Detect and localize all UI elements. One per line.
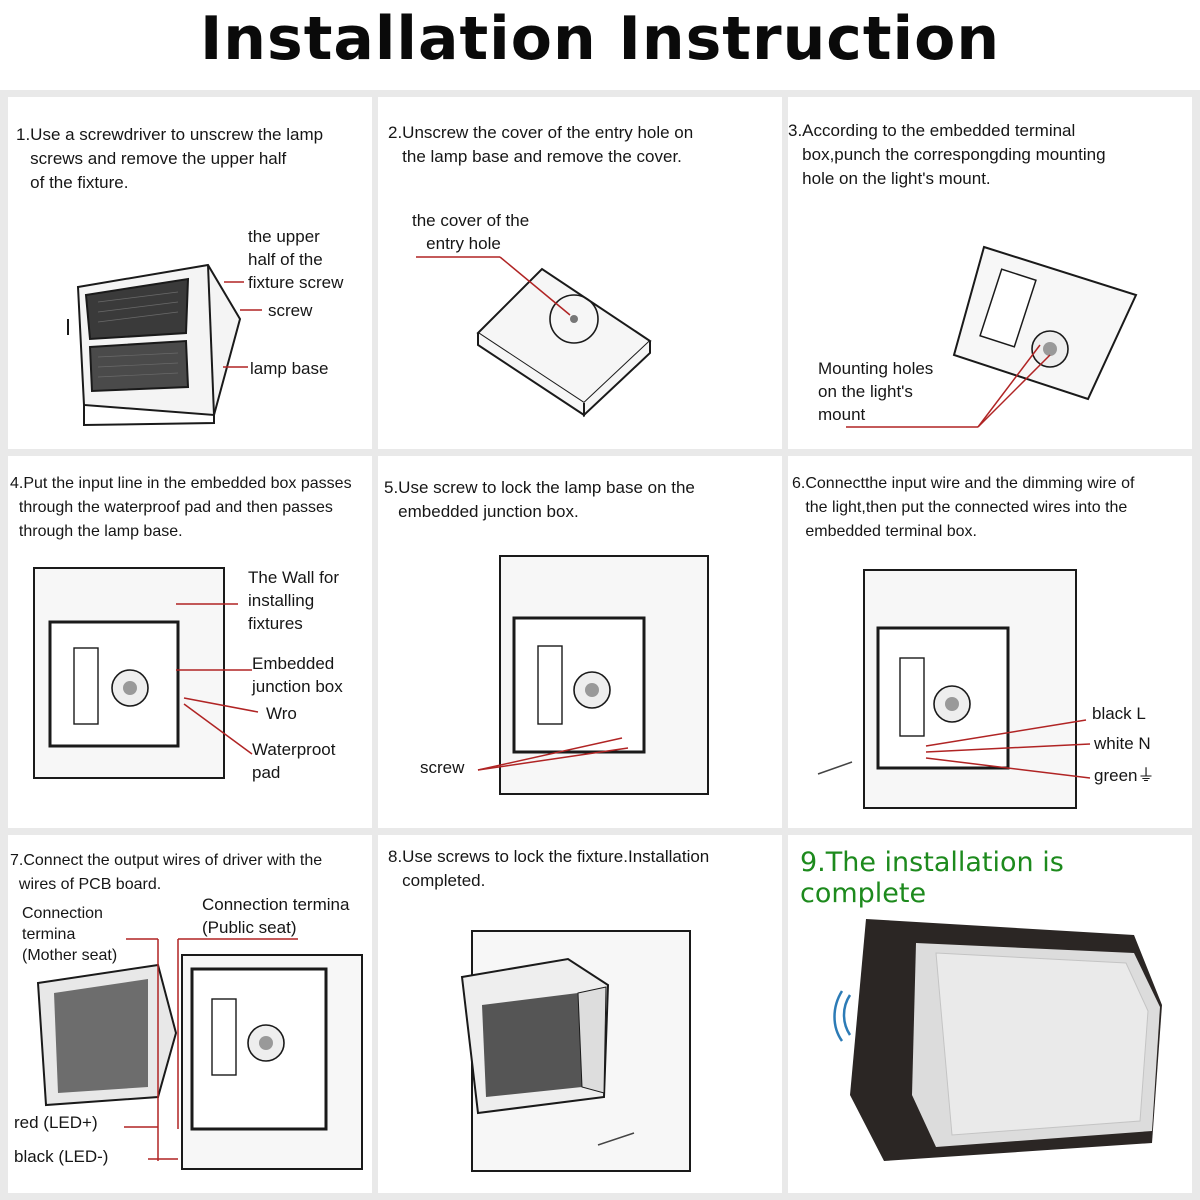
step-8-panel: 8.Use screws to lock the fixture.Install…	[378, 835, 782, 1193]
step-5-panel: 5.Use screw to lock the lamp base on the…	[378, 456, 782, 828]
fixture-locked-figure	[460, 930, 691, 1172]
step-7-text: 7.Connect the output wires of driver wit…	[10, 852, 323, 893]
step-7-panel: 7.Connect the output wires of driver wit…	[8, 835, 372, 1193]
step-8-text: 8.Use screws to lock the fixture.Install…	[388, 847, 710, 890]
step-1-label-upper-half: the upper half of the fixture screw	[248, 227, 344, 292]
step-4-text: 4.Put the input line in the embedded box…	[10, 475, 352, 540]
step-1-label-screw: screw	[268, 301, 313, 320]
lamp-base-figure	[416, 256, 652, 418]
step-7-label-red: red (LED+)	[14, 1113, 98, 1132]
step-6-text: 6.Connectthe input wire and the dimming …	[792, 475, 1135, 540]
step-6-label-white-n: white N	[1094, 734, 1151, 753]
step-9-complete-text: 9.The installation is complete	[800, 847, 1064, 909]
step-4-label-waterproof-pad: Waterproot pad	[252, 740, 336, 782]
step-6-panel: 6.Connectthe input wire and the dimming …	[788, 456, 1192, 828]
step-1-label-lamp-base: lamp base	[250, 359, 329, 378]
step-3-label-mounting-holes: Mounting holes on the light's mount	[818, 359, 934, 424]
fixture-upper-half-figure	[67, 263, 262, 427]
lamp-base-screwed-figure	[477, 555, 709, 795]
step-9-panel: 9.The installation is complete	[788, 835, 1192, 1193]
step-2-panel: 2.Unscrew the cover of the entry hole on…	[378, 97, 782, 449]
step-7-label-public-seat: Connection termina (Public seat)	[202, 895, 350, 937]
step-4-label-wro: Wro	[266, 704, 297, 723]
step-4-label-junction-box: Embedded junction box	[252, 654, 343, 696]
step-4-panel: 4.Put the input line in the embedded box…	[8, 456, 372, 828]
mount-holes-figure	[846, 245, 1138, 428]
step-2-text: 2.Unscrew the cover of the entry hole on…	[388, 123, 694, 166]
step-2-label-cover: the cover of the entry hole	[412, 211, 530, 253]
completed-fixture-photo	[833, 919, 1162, 1161]
step-4-label-wall: The Wall for installing fixtures	[248, 568, 340, 633]
step-1-panel: 1.Use a screwdriver to unscrew the lamp …	[8, 97, 372, 449]
wire-connection-figure	[817, 569, 1091, 809]
pcb-wiring-figure	[36, 938, 363, 1170]
step-7-label-mother-seat: Connection termina (Mother seat)	[22, 905, 118, 964]
step-5-text: 5.Use screw to lock the lamp base on the…	[384, 478, 695, 521]
page-title: Installation Instruction	[0, 0, 1200, 90]
step-3-text: 3.According to the embedded terminal box…	[788, 121, 1106, 188]
wall-junction-box-figure	[33, 567, 259, 779]
step-3-panel: 3.According to the embedded terminal box…	[788, 97, 1192, 449]
step-1-text: 1.Use a screwdriver to unscrew the lamp …	[16, 125, 324, 192]
step-6-label-black-l: black L	[1092, 704, 1146, 723]
step-5-label-screw: screw	[420, 758, 465, 777]
step-7-label-black: black (LED-)	[14, 1147, 109, 1166]
step-6-label-green-ground: green⏚	[1094, 766, 1155, 785]
